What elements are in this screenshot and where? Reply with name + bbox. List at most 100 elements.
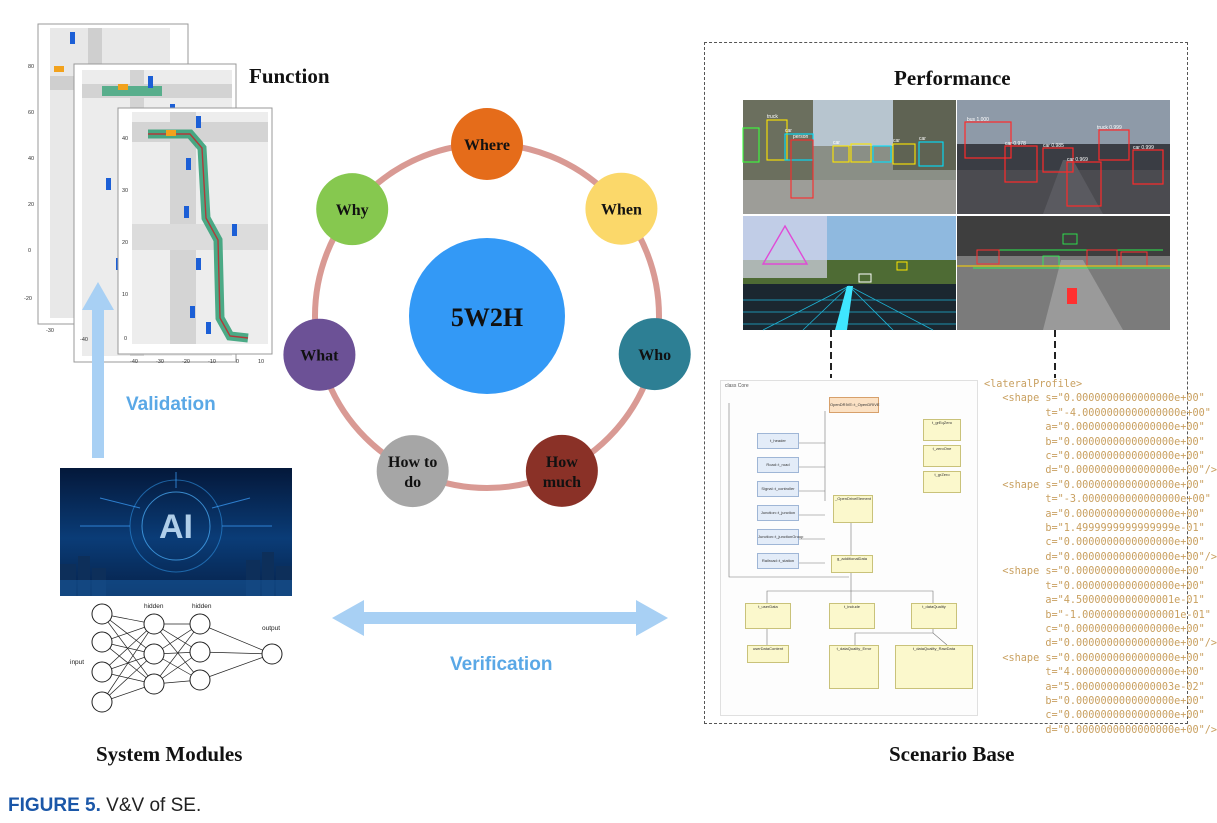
nn-node-3-0 bbox=[261, 643, 283, 665]
uml-box-grzero: t_grZero bbox=[923, 471, 961, 493]
wheel-node-1: When bbox=[585, 172, 658, 245]
code-line: a="0.0000000000000000e+00" bbox=[984, 508, 1205, 520]
code-line: a="4.5000000000000001e-01" bbox=[984, 595, 1205, 607]
validation-label: Validation bbox=[126, 394, 216, 415]
wheel-node-6: Why bbox=[316, 173, 389, 246]
image-lane-detection bbox=[743, 216, 956, 331]
uml-box-road: Road::t_road bbox=[757, 457, 799, 473]
code-line: <lateralProfile> bbox=[984, 379, 1083, 390]
code-line: a="5.0000000000000003e-02" bbox=[984, 681, 1205, 693]
image-object-detection-highway: bus 1.000 car 0.978 car 0.985 truck 0.99… bbox=[957, 100, 1170, 214]
neural-network-diagram: input hidden hidden output bbox=[70, 603, 283, 713]
uml-box-dataquality-error: t_dataQuality_Error bbox=[829, 645, 879, 689]
det-tl-2: car bbox=[833, 140, 840, 146]
uml-box-opendrive-element: _OpenDriveElement bbox=[833, 495, 873, 523]
nn-node-2-0 bbox=[189, 613, 211, 635]
uml-title: class Core bbox=[725, 383, 749, 389]
wheel-node-label-2-0: Who bbox=[638, 347, 671, 364]
det-tr-1: car 0.978 bbox=[1005, 141, 1026, 147]
validation-arrow bbox=[82, 282, 114, 458]
performance-title: Performance bbox=[894, 66, 1011, 90]
scenario-base-title: Scenario Base bbox=[889, 742, 1015, 766]
front-ytick-3: 10 bbox=[122, 292, 128, 298]
code-line: c="0.0000000000000000e+00" bbox=[984, 451, 1205, 463]
uml-box-additional-data: g_additionalData bbox=[831, 555, 873, 573]
ai-chip-icon: AI bbox=[60, 472, 292, 596]
function-title: Function bbox=[249, 64, 330, 88]
code-line: d="0.0000000000000000e+00"/> bbox=[984, 724, 1217, 736]
det-tl-1: car bbox=[785, 128, 792, 134]
scenario-base-box bbox=[704, 42, 1188, 724]
figure-caption-text: V&V of SE. bbox=[100, 795, 202, 816]
wheel-node-label-4-0: How to bbox=[388, 454, 437, 471]
image-object-detection-street: truck car car person car car bbox=[742, 100, 956, 214]
code-line: c="0.0000000000000000e+00" bbox=[984, 537, 1205, 549]
code-line: b="0.0000000000000000e+00" bbox=[984, 695, 1205, 707]
performance-images: truck car car person car car bbox=[742, 100, 1170, 331]
back-ytick-3: 20 bbox=[28, 202, 34, 208]
ai-image: AI bbox=[60, 468, 292, 596]
uml-box-controller: Signal::t_controller bbox=[757, 481, 799, 497]
verification-label: Verification bbox=[450, 654, 553, 675]
nn-node-0-3 bbox=[91, 691, 113, 713]
front-ytick-2: 20 bbox=[122, 240, 128, 246]
code-line: d="0.0000000000000000e+00"/> bbox=[984, 551, 1217, 563]
uml-box-zeroone: t_zeroOne bbox=[923, 445, 961, 467]
code-line: <shape s="0.0000000000000000e+00" bbox=[984, 479, 1205, 491]
wheel-node-label-5-0: What bbox=[300, 348, 339, 365]
back-xtick-0: -30 bbox=[46, 328, 54, 334]
det-tr-3: truck 0.999 bbox=[1097, 125, 1122, 131]
code-line: <shape s="0.0000000000000000e+00" bbox=[984, 652, 1205, 664]
nn-node-1-0 bbox=[143, 613, 165, 635]
wheel-node-label-3-0: How bbox=[546, 454, 578, 471]
code-line: c="0.0000000000000000e+00" bbox=[984, 623, 1205, 635]
wheel-center-circle bbox=[409, 238, 565, 394]
wheel-node-4: How to do bbox=[376, 435, 449, 508]
back-ytick-1: 60 bbox=[28, 110, 34, 116]
nn-node-2-1 bbox=[189, 641, 211, 663]
wheel-node-label-3-1: much bbox=[543, 474, 581, 491]
perception-image-grid: truck car car person car car bbox=[742, 100, 1170, 331]
front-ytick-0: 40 bbox=[122, 136, 128, 142]
function-plots: 80 60 40 20 0 -20 -30 -40 bbox=[20, 18, 280, 368]
wheel-node-0: Where bbox=[451, 108, 523, 180]
xml-code-block: <lateralProfile> <shape s="0.00000000000… bbox=[984, 378, 1217, 738]
uml-box-userdata: t_userData bbox=[745, 603, 791, 629]
front-xtick-2: -20 bbox=[182, 359, 190, 365]
wheel-node-3: How much bbox=[525, 434, 598, 507]
code-line: <shape s="0.0000000000000000e+00" bbox=[984, 393, 1205, 405]
uml-connectors bbox=[728, 403, 948, 646]
back-ytick-4: 0 bbox=[28, 248, 31, 254]
wheel-center-label: 5W2H bbox=[451, 303, 523, 332]
code-line: t="-3.0000000000000000e+00" bbox=[984, 494, 1211, 506]
code-line: t="-4.0000000000000000e+00" bbox=[984, 407, 1211, 419]
uml-box-greqzero: t_grEqZero bbox=[923, 419, 961, 441]
uml-box-junction-group: Junction::t_junctionGroup bbox=[757, 529, 803, 545]
code-line: d="0.0000000000000000e+00"/> bbox=[984, 638, 1217, 650]
det-tr-4: car 0.999 bbox=[1133, 145, 1154, 151]
nn-node-2-2 bbox=[189, 669, 211, 691]
back-ytick-5: -20 bbox=[24, 296, 32, 302]
det-tr-0: bus 1.000 bbox=[967, 117, 989, 123]
code-line: t="0.0000000000000000e+00" bbox=[984, 580, 1205, 592]
det-tl-4: car bbox=[893, 138, 900, 144]
nn-node-0-1 bbox=[91, 631, 113, 653]
figure-caption: FIGURE 5. V&V of SE. bbox=[8, 795, 201, 817]
nn-hidden1-label: hidden bbox=[144, 603, 164, 610]
nn-node-1-2 bbox=[143, 673, 165, 695]
nn-node-0-2 bbox=[91, 661, 113, 683]
det-tl-5: car bbox=[919, 136, 926, 142]
uml-box-junction: Junction::t_junction bbox=[757, 505, 799, 521]
uml-box-include: t_include bbox=[829, 603, 875, 629]
wheel-node-label-4-1: do bbox=[404, 474, 421, 491]
det-tl-3: person bbox=[793, 134, 809, 140]
wheel-node-label-0-0: Where bbox=[464, 137, 510, 154]
code-line: d="0.0000000000000000e+00"/> bbox=[984, 465, 1217, 477]
image-connector-lines bbox=[830, 330, 1056, 378]
uml-box-station: Railroad::t_station bbox=[757, 553, 799, 569]
back-ytick-2: 40 bbox=[28, 156, 34, 162]
uml-box-dataquality: t_dataQuality bbox=[911, 603, 957, 629]
verification-arrow bbox=[332, 600, 668, 636]
nn-node-1-1 bbox=[143, 643, 165, 665]
nn-node-0-0 bbox=[91, 603, 113, 625]
